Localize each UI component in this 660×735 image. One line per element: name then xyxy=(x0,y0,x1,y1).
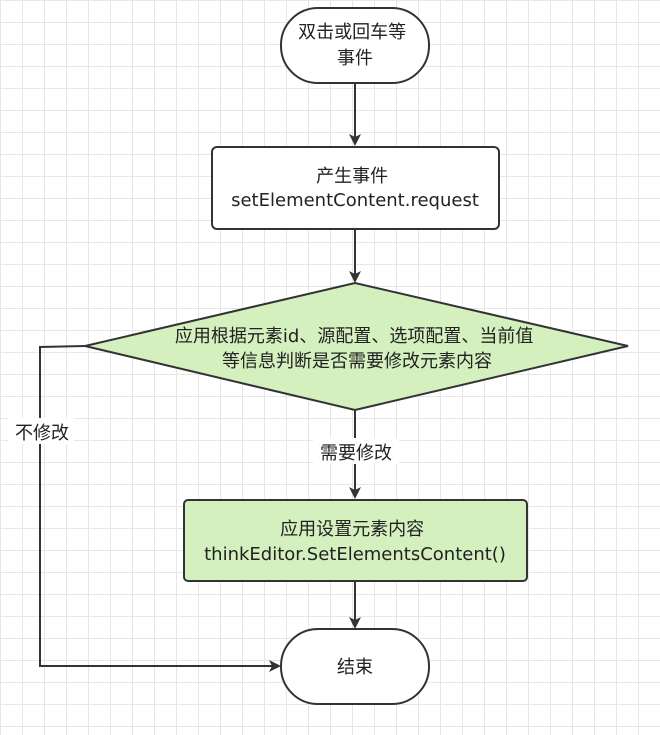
generate-line-2: setElementContent.request xyxy=(231,190,479,211)
node-end: 结束 xyxy=(280,628,430,705)
need-modify-label-bg xyxy=(313,438,399,464)
node-start: 双击或回车等 事件 xyxy=(280,7,430,84)
svg-text:双击或回车等 事件: 双击或回车等 事件 xyxy=(298,22,412,69)
decision-line-2: 等信息判断是否需要修改元素内容 xyxy=(222,351,492,372)
no-modify-label-bg xyxy=(8,418,74,444)
node-apply-content: 应用设置元素内容 thinkEditor.SetElementsContent(… xyxy=(183,499,528,582)
svg-text:产生事件 setElementContent.r: 产生事件 setElementContent.request xyxy=(231,166,479,211)
edge-decision-to-end-no xyxy=(39,345,281,672)
start-line-1: 双击或回车等 xyxy=(298,22,406,43)
decision-shape xyxy=(84,281,629,412)
edge-label-need-modify: 需要修改 xyxy=(320,443,392,464)
decision-line-1: 应用根据元素id、源配置、选项配置、当前值 xyxy=(175,326,533,347)
start-line-2: 事件 xyxy=(337,48,373,69)
node-decision: 应用根据元素id、源配置、选项配置、当前值 等信息判断是否需要修改元素内容 xyxy=(84,281,629,412)
generate-line-1: 产生事件 xyxy=(316,166,388,187)
edge-label-no-modify: 不修改 xyxy=(15,423,69,444)
end-line-1: 结束 xyxy=(337,657,373,678)
process-shape-green xyxy=(183,499,528,582)
svg-text:应用根据元素id、源配置、选项配置、当前值 等信: 应用根据元素id、源配置、选项配置、当前值 等信息判断是否需要修改元素内容 xyxy=(175,326,539,372)
svg-text:应用设置元素内容 thinkEditor.Set: 应用设置元素内容 thinkEditor.SetElementsContent(… xyxy=(204,519,506,565)
apply-line-1: 应用设置元素内容 xyxy=(280,519,424,540)
node-generate-event: 产生事件 setElementContent.request xyxy=(211,146,500,230)
terminal-shape xyxy=(280,628,430,705)
apply-line-2: thinkEditor.SetElementsContent() xyxy=(204,544,506,565)
process-shape xyxy=(211,146,500,230)
terminal-shape xyxy=(280,7,430,84)
svg-text:结束: 结束 xyxy=(337,657,373,678)
